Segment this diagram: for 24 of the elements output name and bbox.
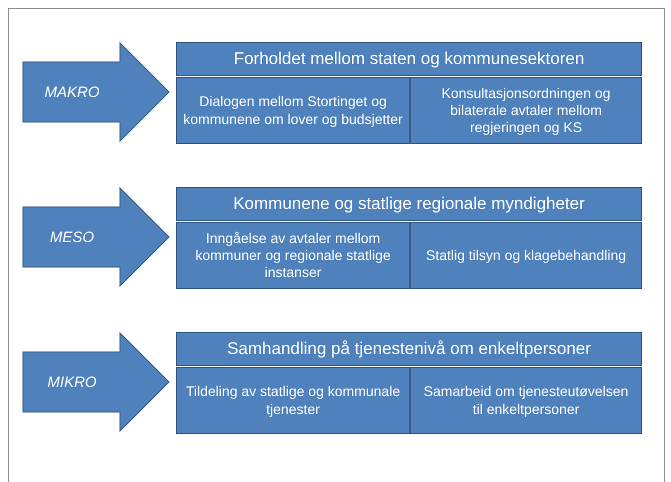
content-panel xyxy=(410,77,642,144)
body-text: Konsultasjonsordningen og bilaterale avtaler mellom regjeringen og KS xyxy=(440,84,612,136)
heading-text: Kommunene og statlige regionale myndigheter xyxy=(233,194,585,214)
header-panel xyxy=(176,42,642,76)
arrow-label: MIKRO xyxy=(47,374,97,390)
body-text: Tildeling av statlige og kommunale tjenester xyxy=(184,383,402,418)
block-arrow xyxy=(22,187,170,287)
content-panel xyxy=(176,77,410,144)
body-text: Statlig tilsyn og klagebehandling xyxy=(424,246,628,264)
heading-text: Forholdet mellom staten og kommunesektoren xyxy=(234,49,584,69)
body-text: Dialogen mellom Stortinget og kommunene om lover og budsjetter xyxy=(182,93,404,128)
arrow-label: MAKRO xyxy=(44,84,100,100)
body-text: Inngåelse av avtaler mellom kommuner og regionale statlige instanser xyxy=(194,230,392,282)
header-panel xyxy=(176,332,642,366)
content-panel xyxy=(176,367,410,434)
block-arrow xyxy=(22,332,170,432)
content-panel xyxy=(176,222,410,289)
content-panel xyxy=(410,222,642,289)
header-panel xyxy=(176,187,642,221)
arrow-label: MESO xyxy=(50,228,94,246)
content-panel xyxy=(410,367,642,434)
block-arrow xyxy=(22,42,170,142)
heading-text: Samhandling på tjenestenivå om enkeltpersoner xyxy=(227,339,591,359)
body-text: Samarbeid om tjenesteutøvelsen til enkeltpersoner xyxy=(422,383,630,418)
